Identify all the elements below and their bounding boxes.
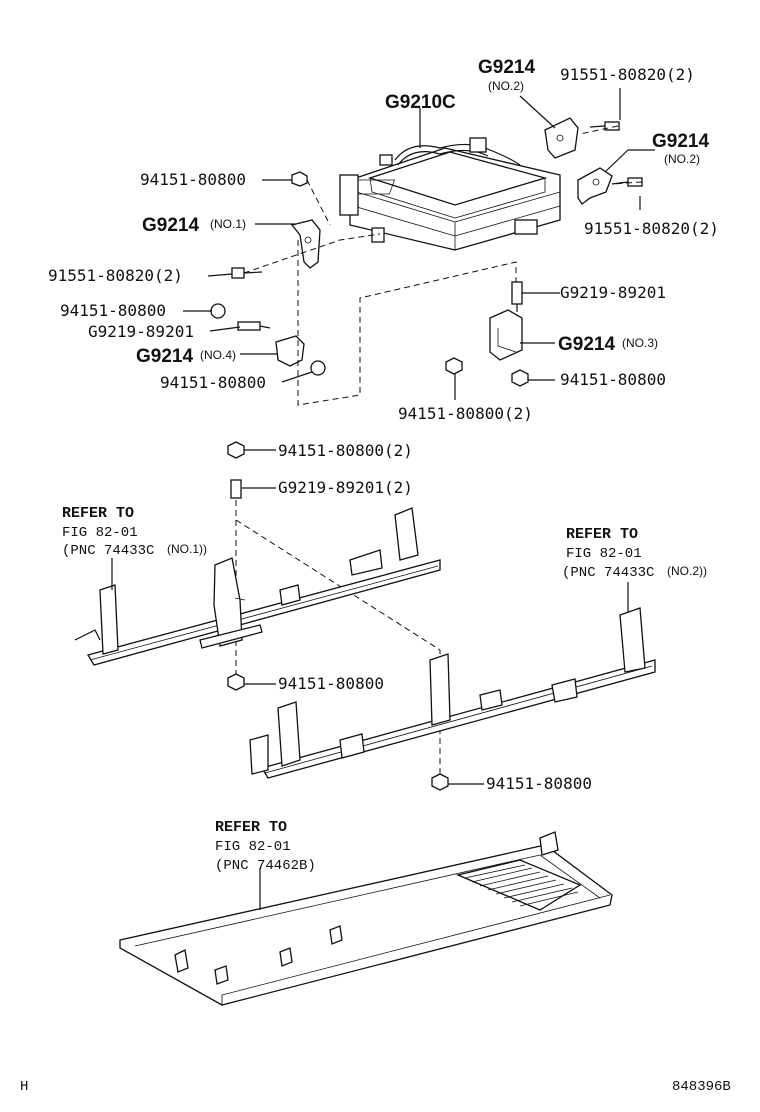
bracket-no3[interactable] xyxy=(489,309,523,361)
svg-text:(PNC 74433C: (PNC 74433C xyxy=(62,543,154,559)
label-nut-bottom: 94151-80800 xyxy=(486,774,592,793)
label-nut-left-2: 94151-80800 xyxy=(60,301,166,320)
label-nut-mid-2: 94151-80800(2) xyxy=(278,441,413,460)
label-bolt-top: 91551-80820(2) xyxy=(560,65,695,84)
svg-text:(NO.1)): (NO.1)) xyxy=(167,542,207,556)
svg-text:G9214: G9214 xyxy=(136,346,193,367)
stud-left[interactable] xyxy=(237,321,271,331)
bottom-tray[interactable] xyxy=(119,831,613,1006)
label-g9214-no2-right: G9214 (NO.2) xyxy=(652,131,709,166)
label-stud-left: G9219-89201 xyxy=(88,322,194,341)
svg-text:FIG 82-01: FIG 82-01 xyxy=(215,839,291,855)
bracket-no4[interactable] xyxy=(275,335,305,367)
label-g9214-no2-top: G9214 (NO.2) xyxy=(478,57,535,93)
label-nut-mid-low: 94151-80800 xyxy=(278,674,384,693)
svg-text:REFER TO: REFER TO xyxy=(62,505,134,522)
nut-mid-low[interactable] xyxy=(227,673,245,691)
svg-text:G9214: G9214 xyxy=(652,131,709,152)
svg-text:G9214: G9214 xyxy=(142,215,199,236)
svg-text:FIG 82-01: FIG 82-01 xyxy=(62,525,138,541)
frame-left[interactable] xyxy=(74,507,441,666)
bolt-top[interactable] xyxy=(589,121,620,131)
label-bolt-right: 91551-80820(2) xyxy=(584,219,719,238)
label-bolt-left: 91551-80820(2) xyxy=(48,266,183,285)
label-nut-left-1: 94151-80800 xyxy=(140,170,246,189)
label-stud-right: G9219-89201 xyxy=(560,283,666,302)
label-nut-center-2: 94151-80800(2) xyxy=(398,404,533,423)
inverter-assembly[interactable] xyxy=(339,137,561,251)
label-g9214-no4: G9214 (NO.4) xyxy=(136,346,236,367)
label-g9210c: G9210C xyxy=(385,92,456,113)
nut-left-2[interactable] xyxy=(210,303,226,319)
svg-text:(PNC 74433C: (PNC 74433C xyxy=(562,565,654,581)
bracket-no2-top[interactable] xyxy=(544,117,579,159)
nut-bottom[interactable] xyxy=(431,773,449,791)
label-stud-mid-2: G9219-89201(2) xyxy=(278,478,413,497)
svg-text:(NO.2): (NO.2) xyxy=(488,79,524,93)
svg-text:(PNC 74462B): (PNC 74462B) xyxy=(215,858,316,874)
svg-text:REFER TO: REFER TO xyxy=(215,819,287,836)
svg-text:(NO.3): (NO.3) xyxy=(622,336,658,350)
refer-bottom: REFER TO FIG 82-01 (PNC 74462B) xyxy=(215,819,316,874)
svg-text:REFER TO: REFER TO xyxy=(566,526,638,543)
frame-right[interactable] xyxy=(249,607,656,779)
svg-text:FIG 82-01: FIG 82-01 xyxy=(566,546,642,562)
svg-text:(NO.4): (NO.4) xyxy=(200,348,236,362)
label-g9214-no3: G9214 (NO.3) xyxy=(558,334,658,355)
label-nut-right-1: 94151-80800 xyxy=(560,370,666,389)
footer-left-code: H xyxy=(20,1079,28,1095)
nut-left-1[interactable] xyxy=(291,171,308,187)
bolt-left[interactable] xyxy=(231,267,263,279)
svg-text:G9214: G9214 xyxy=(478,57,535,78)
label-nut-left-3: 94151-80800 xyxy=(160,373,266,392)
stud-mid[interactable] xyxy=(227,441,245,499)
label-g9214-no1: G9214 (NO.1) xyxy=(142,215,246,236)
nut-center-2[interactable] xyxy=(445,357,463,375)
nut-right-1[interactable] xyxy=(310,360,326,376)
footer-figure-number: 848396B xyxy=(672,1079,731,1095)
refer-left: REFER TO FIG 82-01 (PNC 74433C (NO.1)) xyxy=(62,505,207,559)
stud-right[interactable] xyxy=(511,281,523,312)
nut-right-low[interactable] xyxy=(511,369,529,387)
refer-right: REFER TO FIG 82-01 (PNC 74433C (NO.2)) xyxy=(562,526,707,581)
svg-text:(NO.2): (NO.2) xyxy=(664,152,700,166)
bracket-no1[interactable] xyxy=(290,219,321,269)
bracket-no2-right[interactable] xyxy=(577,167,613,205)
svg-text:G9214: G9214 xyxy=(558,334,615,355)
svg-text:(NO.2)): (NO.2)) xyxy=(667,564,707,578)
svg-text:(NO.1): (NO.1) xyxy=(210,217,246,231)
